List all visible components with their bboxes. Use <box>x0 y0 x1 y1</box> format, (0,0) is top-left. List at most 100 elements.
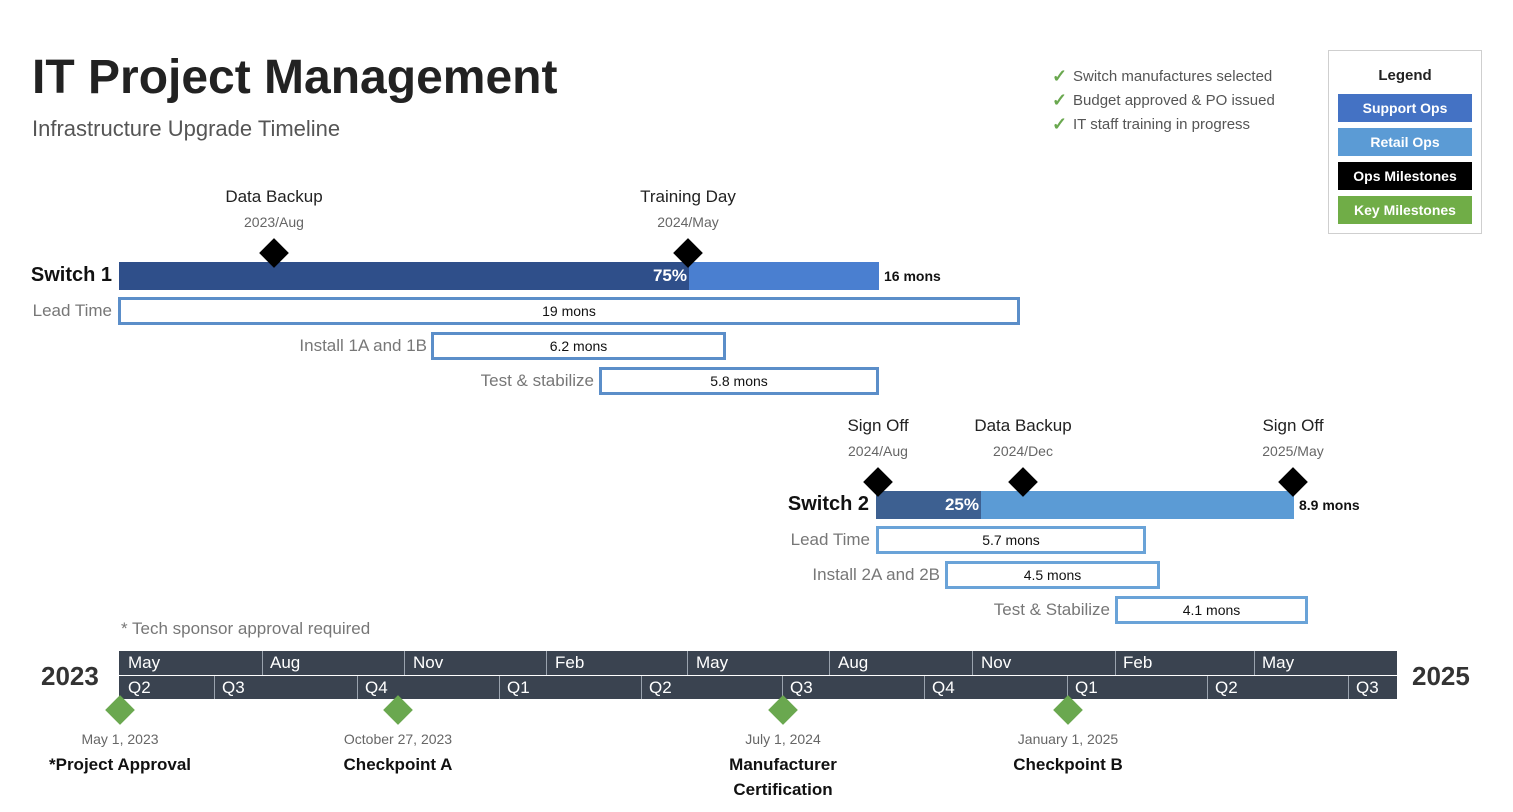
legend-item-key-milestones: Key Milestones <box>1338 196 1472 224</box>
quarter-tick <box>1348 676 1349 699</box>
milestone-date: 2025/May <box>1262 443 1324 459</box>
month-tick <box>262 651 263 675</box>
switch2-remaining-bar <box>981 491 1294 519</box>
month-label: Aug <box>838 653 869 672</box>
key-milestone-date: October 27, 2023 <box>343 731 453 747</box>
switch1-progress-bar <box>119 262 689 290</box>
quarter-tick <box>641 676 642 699</box>
month-label: Aug <box>270 653 301 672</box>
quarter-label: Q3 <box>222 678 245 697</box>
key-milestone-marker <box>383 695 413 725</box>
switch1-duration: 16 mons <box>884 268 941 284</box>
month-tick <box>1254 651 1255 675</box>
legend: Legend Support Ops Retail Ops Ops Milest… <box>1328 50 1482 234</box>
quarter-tick <box>782 676 783 699</box>
month-tick <box>829 651 830 675</box>
milestone-label: Sign Off <box>847 416 909 435</box>
quarter-label: Q1 <box>1075 678 1098 697</box>
checklist-item: ✓ Switch manufactures selected <box>1052 64 1275 88</box>
milestone-label: Sign Off <box>1262 416 1324 435</box>
switch2-label: Switch 2 <box>787 493 869 515</box>
checkmark-icon: ✓ <box>1052 113 1068 134</box>
task-label: Test & Stabilize <box>993 600 1110 619</box>
quarter-label: Q2 <box>1215 678 1238 697</box>
month-label: May <box>128 653 161 672</box>
quarter-label: Q2 <box>649 678 672 697</box>
task-bar: 5.8 mons <box>599 367 879 395</box>
key-milestone-label: *Project Approval <box>48 755 192 774</box>
month-label: Nov <box>413 653 444 672</box>
switch2-percent: 25% <box>944 495 979 514</box>
task-label: Install 1A and 1B <box>299 336 427 355</box>
timeline-axis-divider <box>119 675 1397 676</box>
milestone-label: Training Day <box>640 187 736 206</box>
month-label: Feb <box>555 653 585 672</box>
milestone-date: 2023/Aug <box>244 214 304 230</box>
start-year: 2023 <box>41 661 99 691</box>
milestone-label: Data Backup <box>974 416 1072 435</box>
month-label: May <box>696 653 729 672</box>
month-label: May <box>1262 653 1295 672</box>
checkmark-icon: ✓ <box>1052 89 1068 110</box>
key-milestone-date: January 1, 2025 <box>1017 731 1119 747</box>
task-label: Test & stabilize <box>480 371 594 390</box>
legend-title: Legend <box>1378 67 1432 84</box>
quarter-label: Q1 <box>507 678 530 697</box>
quarter-tick <box>357 676 358 699</box>
quarter-label: Q2 <box>128 678 151 697</box>
key-milestone-marker <box>1053 695 1083 725</box>
key-milestone-marker <box>768 695 798 725</box>
page-subtitle: Infrastructure Upgrade Timeline <box>32 116 341 141</box>
page-title: IT Project Management <box>32 51 558 104</box>
quarter-tick <box>1067 676 1068 699</box>
key-milestone-label: Checkpoint A <box>343 755 453 774</box>
legend-item-support-ops: Support Ops <box>1338 94 1472 122</box>
switch2-progress-bar <box>876 491 981 519</box>
task-label: Lead Time <box>790 530 870 549</box>
key-milestone-date: May 1, 2023 <box>81 731 159 747</box>
footnote: * Tech sponsor approval required <box>121 619 371 638</box>
switch1-remaining-bar <box>689 262 879 290</box>
quarter-label: Q4 <box>365 678 388 697</box>
checklist-item: ✓ IT staff training in progress <box>1052 112 1275 136</box>
task-bar: 19 mons <box>118 297 1020 325</box>
quarter-tick <box>499 676 500 699</box>
month-tick <box>687 651 688 675</box>
checkmark-icon: ✓ <box>1052 65 1068 86</box>
milestone-date: 2024/Aug <box>848 443 908 459</box>
switch2-duration: 8.9 mons <box>1299 497 1360 513</box>
end-year: 2025 <box>1412 661 1470 691</box>
task-bar: 4.5 mons <box>945 561 1160 589</box>
key-milestone-marker <box>105 695 135 725</box>
key-milestone-label: Manufacturer Certification <box>729 755 837 799</box>
legend-item-retail-ops: Retail Ops <box>1338 128 1472 156</box>
month-label: Nov <box>981 653 1012 672</box>
task-label: Lead Time <box>32 301 112 320</box>
quarter-label: Q4 <box>932 678 955 697</box>
key-milestone-date: July 1, 2024 <box>745 731 821 747</box>
checklist-item-label: Budget approved & PO issued <box>1073 91 1275 109</box>
switch1-label: Switch 1 <box>30 264 112 286</box>
checklist-item-label: IT staff training in progress <box>1073 115 1251 133</box>
milestone-label: Data Backup <box>225 187 323 206</box>
legend-item-ops-milestones: Ops Milestones <box>1338 162 1472 190</box>
quarter-tick <box>214 676 215 699</box>
key-milestone-label: Checkpoint B <box>1013 755 1123 774</box>
milestone-date: 2024/May <box>657 214 719 230</box>
quarter-tick <box>924 676 925 699</box>
quarter-tick <box>1207 676 1208 699</box>
quarter-label: Q3 <box>1356 678 1379 697</box>
switch1-percent: 75% <box>652 266 687 285</box>
task-label: Install 2A and 2B <box>812 565 940 584</box>
month-tick <box>404 651 405 675</box>
status-checklist: ✓ Switch manufactures selected ✓ Budget … <box>1052 64 1275 136</box>
task-bar: 4.1 mons <box>1115 596 1308 624</box>
month-tick <box>546 651 547 675</box>
quarter-label: Q3 <box>790 678 813 697</box>
milestone-date: 2024/Dec <box>993 443 1053 459</box>
task-bar: 6.2 mons <box>431 332 726 360</box>
month-tick <box>972 651 973 675</box>
checklist-item: ✓ Budget approved & PO issued <box>1052 88 1275 112</box>
checklist-item-label: Switch manufactures selected <box>1073 67 1273 85</box>
month-label: Feb <box>1123 653 1153 672</box>
